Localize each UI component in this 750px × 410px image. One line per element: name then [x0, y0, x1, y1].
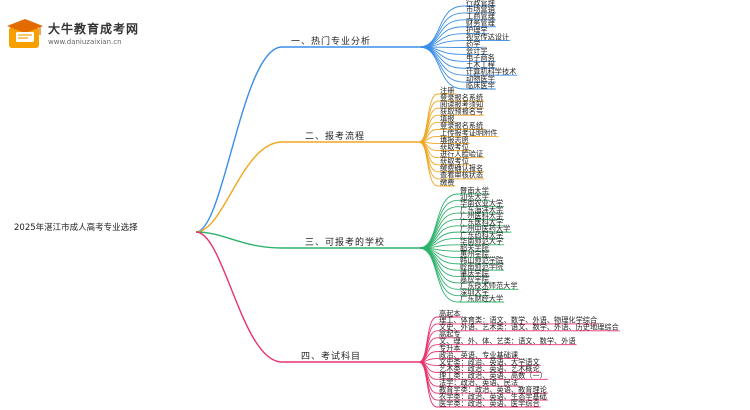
- leaf-label-2-3: 阅读报考须知: [440, 100, 483, 109]
- leaf-label-4-2: 理工、体育类：语文、数学、外语、物理化学综合: [439, 316, 597, 325]
- leaf-connector-1-4: [418, 26, 465, 48]
- leaf-label-1-12: 动物医学: [466, 74, 495, 83]
- leaf-label-1-3: 工商管理: [466, 12, 495, 21]
- leaf-label-1-8: 会计学: [466, 46, 488, 55]
- leaf-label-1-5: 护理学: [466, 25, 488, 34]
- leaf-connector-1-13: [418, 46, 465, 90]
- leaf-label-3-17: 深圳大学: [460, 287, 489, 296]
- branch-label-3: 三、可报考的学校: [305, 236, 385, 248]
- branch-label-1: 一、热门专业分析: [291, 35, 371, 47]
- leaf-label-3-9: 华南师范大学: [460, 237, 503, 246]
- leaf-label-4-3: 文史、外语、艺术类：语文、数学、外语、历史地理综合: [439, 323, 619, 332]
- leaf-label-3-3: 华南农业大学: [460, 199, 503, 208]
- branch-connector-3: [195, 231, 283, 249]
- leaf-label-2-6: 登录报名系统: [440, 121, 483, 130]
- leaf-label-3-16: 广东技术师范大学: [460, 281, 518, 290]
- leaf-label-4-11: 法学：政治、英语、民法: [439, 378, 518, 387]
- leaf-label-3-7: 广州中医药大学: [460, 224, 510, 233]
- root-topic: 2025年湛江市成人高考专业选择: [14, 222, 138, 233]
- leaf-label-4-5: 文、理、外、体、艺类：语文、数学、外语: [439, 336, 576, 345]
- leaf-connector-1-12: [418, 46, 465, 83]
- leaf-label-1-11: 计算机科学技术: [466, 67, 516, 76]
- leaf-label-3-11: 惠州学院: [460, 249, 489, 258]
- site-logo[interactable]: 大牛教育成考网 www.daniuzaixian.cn: [6, 18, 139, 50]
- branch-connector-2: [195, 141, 283, 233]
- leaf-label-1-9: 电子商务: [466, 53, 495, 62]
- leaf-label-2-13: 查看审核状态: [440, 171, 483, 180]
- leaf-label-2-7: 上传报考证明附件: [440, 128, 498, 137]
- leaf-label-3-13: 岭南师范学院: [460, 262, 503, 271]
- leaf-label-1-2: 市场营销: [466, 5, 495, 14]
- leaf-connector-4-14: [418, 361, 438, 408]
- leaf-label-4-7: 政治、英语、专业基础课: [439, 350, 518, 359]
- leaf-label-4-8: 文史类：政治、英语、大学语文: [439, 357, 540, 366]
- leaf-label-3-18: 广东财经大学: [460, 294, 503, 303]
- leaf-label-2-9: 获取考位: [440, 142, 469, 151]
- leaf-label-2-14: 缴费: [440, 178, 454, 187]
- leaf-label-3-4: 广东海洋大学: [460, 205, 503, 214]
- leaf-label-2-4: 获取预报名号: [440, 107, 483, 116]
- branch-label-4: 四、考试科目: [301, 350, 361, 362]
- leaf-label-2-12: 缴费确认报名: [440, 164, 483, 173]
- leaf-connector-3-18: [418, 247, 459, 303]
- leaf-label-1-1: 行政管理: [466, 0, 495, 7]
- leaf-label-4-9: 艺术类：政治、英语、艺术概论: [439, 364, 540, 373]
- leaf-label-3-14: 肇庆学院: [460, 268, 489, 277]
- leaf-label-2-8: 填报志愿: [440, 135, 469, 144]
- leaf-connector-2-14: [418, 141, 439, 187]
- leaf-label-2-5: 填报: [440, 114, 454, 123]
- leaf-label-1-13: 临床医学: [466, 81, 495, 90]
- leaf-label-3-15: 嘉应学院: [460, 275, 489, 284]
- leaf-label-3-1: 暨南大学: [460, 186, 489, 195]
- leaf-label-4-1: 高起本: [439, 309, 461, 318]
- leaf-label-1-10: 土木工程: [466, 60, 495, 69]
- leaf-label-3-12: 韩山师范学院: [460, 256, 503, 265]
- graduation-cap-logo-icon: [7, 19, 43, 48]
- logo-url: www.daniuzaixian.cn: [48, 37, 122, 46]
- leaf-label-4-10: 理工类：政治、英语、高数（一）: [439, 371, 547, 380]
- leaf-label-1-7: 药学: [466, 39, 480, 48]
- leaf-label-2-10: 进行人脸验证: [440, 149, 483, 158]
- leaf-label-3-10: 韶关学院: [460, 243, 489, 252]
- leaf-connector-2-2: [418, 100, 439, 143]
- leaf-connector-2-11: [418, 141, 439, 166]
- leaf-label-4-4: 高起专: [439, 330, 461, 339]
- leaf-label-1-4: 财务管理: [466, 19, 495, 28]
- leaf-connector-1-2: [418, 12, 465, 48]
- leaf-label-4-12: 教育学类：政治、英语、教育理论: [439, 385, 548, 394]
- leaf-label-3-8: 广东药科大学: [460, 230, 503, 239]
- leaf-label-2-2: 登录报名系统: [440, 93, 483, 102]
- leaf-label-4-14: 医学类：政治、英语、医学综合: [439, 399, 540, 408]
- branch-connector-4: [195, 231, 283, 363]
- leaf-label-4-6: 专升本: [439, 343, 461, 352]
- leaf-label-4-13: 农学类：政治、英语、生态学基础: [439, 392, 547, 401]
- leaf-label-1-6: 视觉传达设计: [466, 32, 509, 41]
- leaf-connector-1-10: [418, 46, 465, 69]
- logo-title: 大牛教育成考网: [48, 21, 140, 36]
- leaf-label-3-6: 广东医科大学: [460, 218, 503, 227]
- leaf-label-2-1: 注册: [440, 86, 454, 95]
- branch-connector-1: [195, 46, 283, 233]
- leaf-label-3-5: 广州医科大学: [460, 211, 503, 220]
- leaf-label-3-2: 汕头大学: [460, 192, 489, 201]
- branch-label-2: 二、报考流程: [305, 130, 365, 142]
- leaf-label-2-11: 获取考位: [440, 157, 469, 166]
